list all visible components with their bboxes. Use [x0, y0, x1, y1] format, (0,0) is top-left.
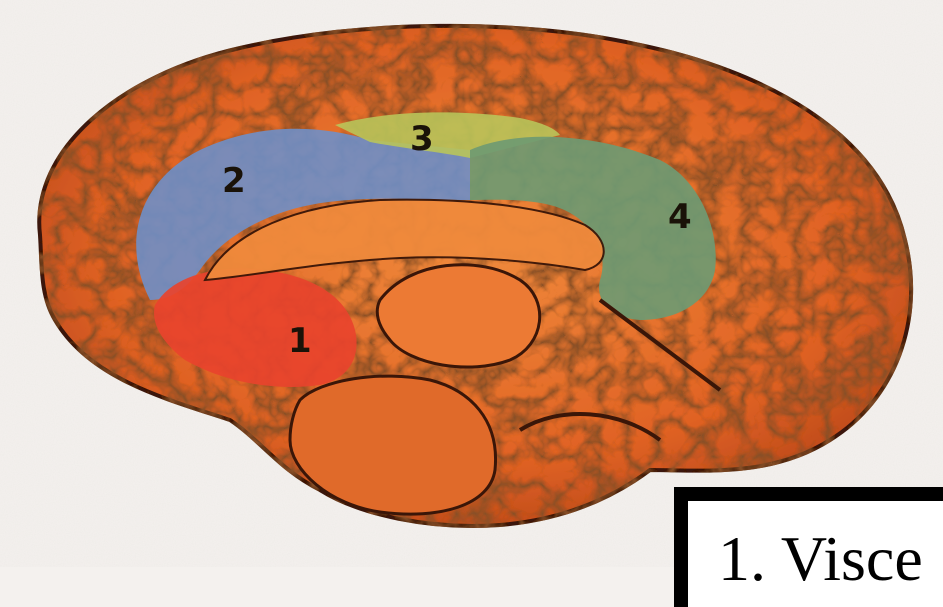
caption-panel: 1. Visce	[688, 501, 943, 607]
caption-box: 1. Visce	[674, 487, 943, 607]
brain-medial-view: 1 2 3 4	[0, 0, 943, 567]
region-label-3: 3	[410, 119, 434, 159]
region-label-1: 1	[288, 321, 312, 361]
brainstem	[290, 376, 496, 514]
thalamus	[377, 265, 539, 367]
caption-text: 1. Visce	[718, 527, 923, 591]
region-label-2: 2	[222, 161, 246, 201]
region-label-4: 4	[668, 197, 692, 237]
